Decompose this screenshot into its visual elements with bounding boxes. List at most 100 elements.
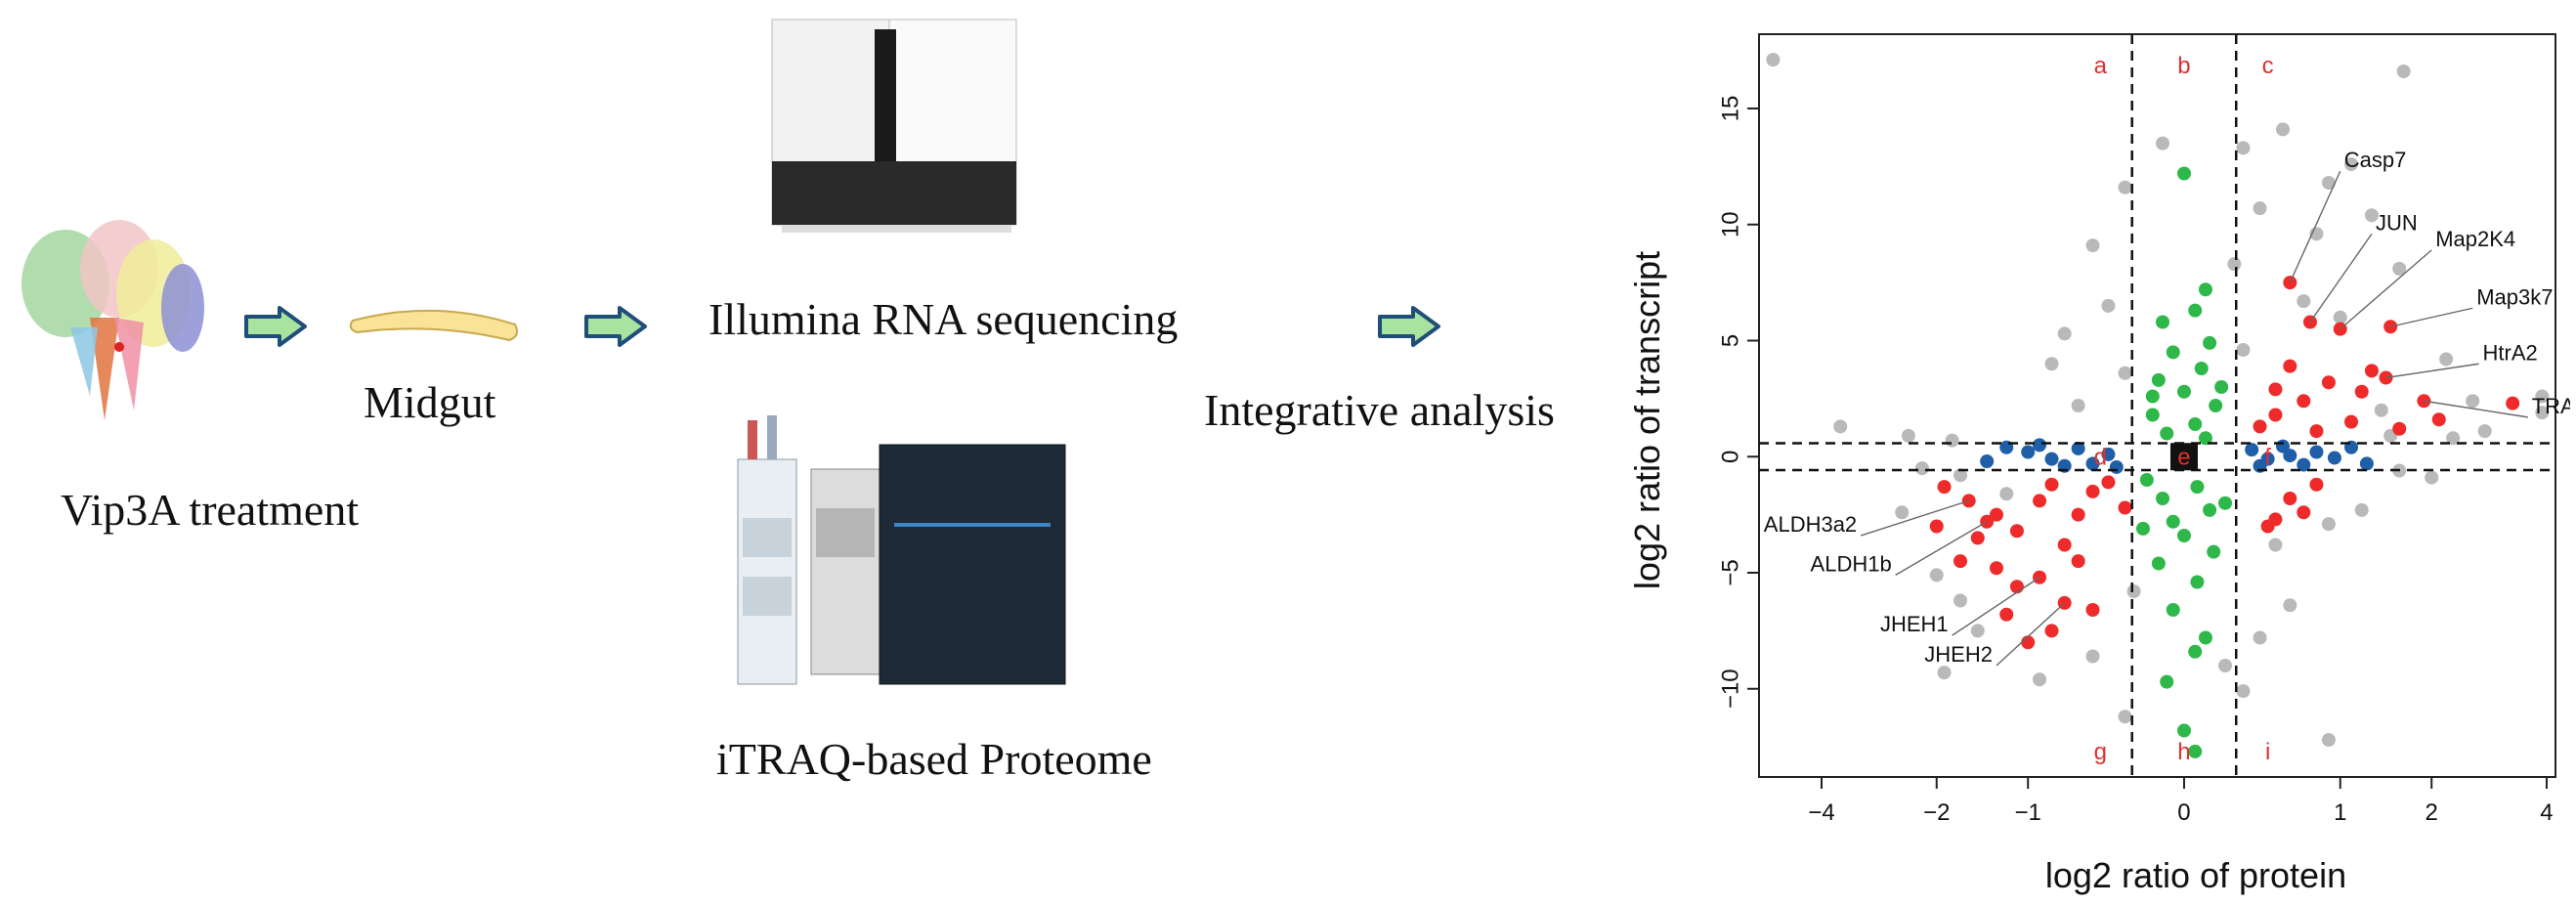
gene-annotation: ALDH3a2 — [1764, 512, 1857, 537]
data-point — [1953, 554, 1968, 569]
vip3a-protein-structure-icon — [21, 220, 204, 420]
region-label: f — [2264, 444, 2271, 470]
data-point — [2297, 505, 2311, 520]
itraq-proteome-label: iTRAQ-based Proteome — [716, 734, 1152, 784]
data-point — [2359, 456, 2374, 471]
data-point — [2188, 417, 2203, 431]
data-point — [2160, 426, 2174, 441]
data-point — [1937, 666, 1952, 680]
data-point — [2176, 166, 2191, 181]
data-point — [2009, 524, 2024, 539]
data-point — [2109, 459, 2124, 474]
data-point — [2118, 710, 2132, 724]
data-point — [2392, 261, 2407, 276]
data-point — [2297, 394, 2311, 409]
data-point — [2321, 176, 2336, 190]
data-point — [2071, 507, 2085, 522]
data-point — [2118, 180, 2132, 194]
data-point — [2071, 441, 2085, 455]
data-point — [1895, 505, 1910, 520]
data-point — [2374, 403, 2388, 417]
data-point — [1833, 419, 1848, 434]
data-point — [2321, 375, 2336, 390]
annotation-leader — [1895, 521, 1988, 576]
data-point — [2268, 408, 2283, 422]
data-point — [2260, 519, 2275, 534]
integrative-analysis-label: Integrative analysis — [1204, 385, 1555, 435]
data-point — [2057, 326, 2072, 341]
data-point — [2417, 394, 2431, 409]
data-point — [2176, 723, 2191, 738]
data-point — [2166, 603, 2180, 617]
region-label: c — [2262, 53, 2274, 79]
data-point — [2253, 201, 2267, 216]
data-point — [2145, 408, 2160, 422]
region-label: a — [2094, 53, 2108, 79]
data-point — [2156, 136, 2170, 151]
x-tick-label: 2 — [2426, 799, 2438, 826]
data-point — [2268, 382, 2283, 397]
data-point — [2145, 389, 2160, 404]
gene-annotation: Map3k7 — [2476, 284, 2553, 309]
data-point — [2321, 517, 2336, 532]
arrow-right-icon — [1378, 306, 1440, 347]
vip3a-treatment-label: Vip3A treatment — [61, 485, 360, 535]
data-point — [1953, 468, 1968, 483]
sequencer-icon — [771, 19, 1017, 233]
gene-annotation: TRAF4 — [2532, 394, 2570, 418]
data-point — [2044, 452, 2059, 466]
data-point — [2021, 445, 2036, 459]
data-point — [2156, 315, 2170, 329]
data-point — [1999, 487, 2014, 501]
data-point — [2283, 449, 2297, 463]
data-point — [2166, 514, 2180, 529]
region-label: g — [2094, 739, 2107, 765]
x-tick-label: −4 — [1808, 799, 1834, 826]
x-tick-label: 0 — [2177, 799, 2190, 826]
y-tick-label: 15 — [1717, 96, 1743, 122]
region-label: b — [2177, 53, 2190, 79]
annotation-leader — [2390, 307, 2473, 327]
data-point — [1953, 593, 1968, 608]
data-point — [2085, 456, 2100, 471]
data-point — [2343, 157, 2358, 171]
data-point — [2166, 345, 2180, 360]
data-point — [2118, 500, 2132, 515]
illumina-rna-sequencing-label: Illumina RNA sequencing — [708, 294, 1179, 344]
data-point — [1766, 53, 1781, 67]
data-point — [2253, 630, 2267, 645]
data-point — [2085, 603, 2100, 617]
data-point — [2044, 357, 2059, 371]
data-point — [2071, 399, 2085, 412]
data-point — [2101, 298, 2116, 313]
arrow-right-icon — [244, 306, 307, 347]
data-point — [2151, 372, 2166, 387]
data-point — [2268, 538, 2283, 552]
data-point — [1937, 480, 1952, 495]
data-point — [2126, 584, 2141, 598]
data-point — [2198, 630, 2212, 645]
y-tick-label: −10 — [1717, 669, 1743, 709]
data-point — [2176, 529, 2191, 542]
x-tick-label: −1 — [2015, 799, 2041, 826]
data-point — [2275, 122, 2290, 137]
data-point — [2218, 496, 2233, 510]
region-label: h — [2177, 739, 2190, 765]
data-point — [2188, 303, 2203, 318]
annotation-leader — [2340, 249, 2432, 330]
data-point — [1929, 519, 1944, 534]
data-point — [2085, 238, 2100, 253]
data-point — [2236, 343, 2251, 357]
data-point — [2396, 65, 2411, 78]
region-marker — [2169, 443, 2198, 471]
annotation-leader — [2309, 233, 2373, 323]
data-point — [2245, 443, 2259, 457]
gene-annotation: JHEH2 — [1924, 642, 1993, 667]
data-point — [2333, 310, 2347, 324]
region-label: e — [2177, 444, 2190, 470]
data-point — [2477, 424, 2492, 439]
data-point — [1970, 624, 1985, 638]
data-point — [2188, 744, 2203, 758]
data-point — [2139, 473, 2154, 487]
data-point — [2198, 282, 2212, 297]
